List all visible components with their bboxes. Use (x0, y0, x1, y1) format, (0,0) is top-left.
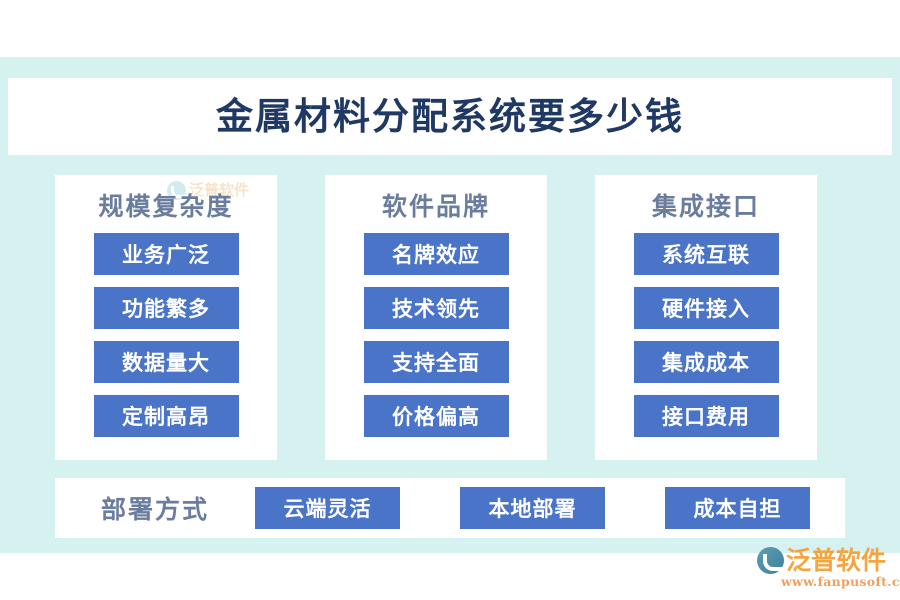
feature-pill[interactable]: 支持全面 (363, 340, 509, 383)
columns-container: 泛普软件 规模复杂度 业务广泛 功能繁多 数据量大 定制高昂 软件品牌 名牌效应… (55, 175, 845, 460)
column-items: 系统互联 硬件接入 集成成本 接口费用 (595, 232, 817, 437)
deployment-row: 部署方式 云端灵活 本地部署 成本自担 (55, 478, 845, 538)
fanpu-logo: 泛普软件 www.fanpusoft.com (757, 547, 900, 591)
column-heading: 规模复杂度 (98, 192, 234, 221)
column-items: 业务广泛 功能繁多 数据量大 定制高昂 (55, 232, 277, 437)
logo-url: www.fanpusoft.com (781, 574, 900, 589)
feature-pill[interactable]: 接口费用 (633, 394, 779, 437)
column-items: 名牌效应 技术领先 支持全面 价格偏高 (325, 232, 547, 437)
logo-row: 泛普软件 (757, 547, 893, 574)
column-heading: 软件品牌 (381, 192, 490, 221)
feature-pill[interactable]: 价格偏高 (363, 394, 509, 437)
column-heading: 集成接口 (651, 192, 760, 221)
feature-pill[interactable]: 名牌效应 (363, 232, 509, 275)
fanpu-swoosh-icon (757, 547, 784, 574)
deployment-items: 云端灵活 本地部署 成本自担 (255, 487, 845, 529)
deployment-pill[interactable]: 成本自担 (665, 487, 810, 529)
feature-pill[interactable]: 硬件接入 (633, 286, 779, 329)
column-card-software-brand: 软件品牌 名牌效应 技术领先 支持全面 价格偏高 (325, 175, 547, 460)
title-banner: 金属材料分配系统要多少钱 (8, 78, 892, 155)
page-title: 金属材料分配系统要多少钱 (216, 94, 684, 138)
feature-pill[interactable]: 功能繁多 (93, 286, 239, 329)
deployment-pill[interactable]: 本地部署 (460, 487, 605, 529)
deployment-label: 部署方式 (100, 495, 209, 524)
feature-pill[interactable]: 技术领先 (363, 286, 509, 329)
column-card-integration-interface: 集成接口 系统互联 硬件接入 集成成本 接口费用 (595, 175, 817, 460)
feature-pill[interactable]: 集成成本 (633, 340, 779, 383)
feature-pill[interactable]: 系统互联 (633, 232, 779, 275)
logo-brand-name: 泛普软件 (786, 546, 887, 575)
column-card-scale-complexity: 泛普软件 规模复杂度 业务广泛 功能繁多 数据量大 定制高昂 (55, 175, 277, 460)
deployment-pill[interactable]: 云端灵活 (255, 487, 400, 529)
feature-pill[interactable]: 数据量大 (93, 340, 239, 383)
feature-pill[interactable]: 定制高昂 (93, 394, 239, 437)
feature-pill[interactable]: 业务广泛 (93, 232, 239, 275)
